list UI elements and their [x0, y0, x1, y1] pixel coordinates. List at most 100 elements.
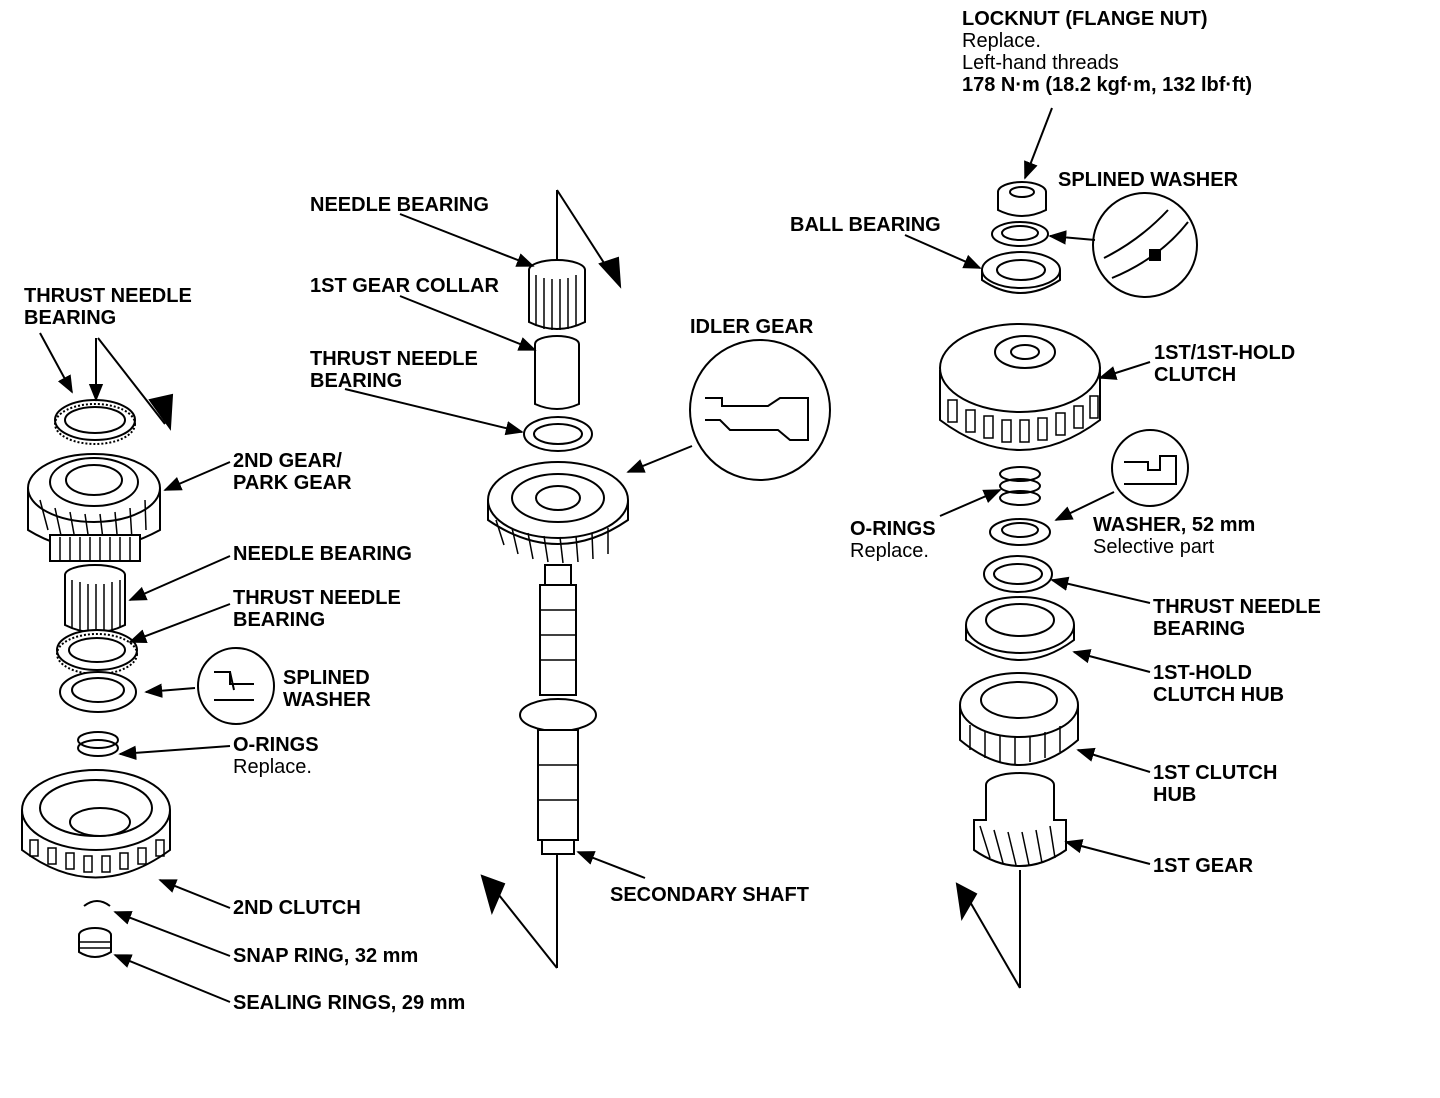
- locknut-label: LOCKNUT (FLANGE NUT) Replace. Left-hand …: [962, 8, 1252, 96]
- thrust-mid-line2: BEARING: [310, 370, 403, 392]
- gear-1st-text: 1ST GEAR: [1153, 855, 1254, 877]
- gear-1st-label: 1ST GEAR: [1153, 855, 1253, 877]
- splined-left-line1: SPLINED: [283, 667, 370, 689]
- washer-52-part: [989, 518, 1051, 546]
- clutch-hub-1st-label: 1ST CLUTCH HUB: [1153, 762, 1277, 806]
- thrust-needle-bearing-left-top-label: THRUST NEEDLE BEARING: [24, 285, 192, 329]
- gear-2nd-line2: PARK GEAR: [233, 472, 352, 494]
- needle-bearing-mid-part: [528, 259, 586, 330]
- thrust-needle-bearing-mid-label: THRUST NEEDLE BEARING: [310, 348, 478, 392]
- clutch-2nd-part: [21, 769, 171, 879]
- right-direction-bottom: [955, 882, 1021, 989]
- clutch-1st-hold-line1: 1ST/1ST-HOLD: [1154, 342, 1296, 364]
- clutch-1st-hold-line2: CLUTCH: [1154, 364, 1237, 386]
- splined-washer-right-label: SPLINED WASHER: [1058, 169, 1238, 191]
- thrust-left-top-line2: BEARING: [24, 307, 117, 329]
- locknut-torque: 178 N·m (18.2 kgf·m, 132 lbf·ft): [962, 74, 1253, 96]
- clutch-hub-1st-part: [959, 672, 1079, 766]
- idler-gear-text: IDLER GEAR: [690, 316, 814, 338]
- snap-ring-label: SNAP RING, 32 mm: [233, 945, 418, 967]
- o-rings-right-text: O-RINGS: [850, 518, 936, 540]
- locknut-part: [997, 181, 1047, 217]
- splined-washer-left-part: [59, 671, 137, 713]
- secondary-shaft-label: SECONDARY SHAFT: [610, 884, 809, 906]
- needle-bearing-left-label: NEEDLE BEARING: [233, 543, 412, 565]
- left-direction-indicator: [97, 337, 174, 431]
- hold-hub-line1: 1ST-HOLD: [1153, 662, 1252, 684]
- secondary-shaft-part: [519, 564, 597, 968]
- o-rings-right-part: [999, 466, 1041, 506]
- thrust-needle-bearing-mid-part: [523, 416, 593, 452]
- ball-bearing-part: [981, 251, 1061, 294]
- needle-bearing-left-part: [64, 564, 126, 634]
- sealing-rings-label: SEALING RINGS, 29 mm: [233, 992, 465, 1014]
- clutch-hub-1st-hold-part: [965, 596, 1075, 661]
- thrust-needle-bearing-right-label: THRUST NEEDLE BEARING: [1153, 596, 1321, 640]
- hub-1st-line2: HUB: [1153, 784, 1197, 806]
- splined-left-line2: WASHER: [283, 689, 371, 711]
- clutch-1st-hold-label: 1ST/1ST-HOLD CLUTCH: [1154, 342, 1295, 386]
- clutch-2nd-text: 2ND CLUTCH: [233, 897, 361, 919]
- thrust-needle-bearing-lower-part: [56, 629, 138, 675]
- snap-ring-text: SNAP RING, 32 mm: [233, 945, 419, 967]
- right-assembly: [939, 181, 1198, 989]
- gear-collar-1st-label: 1ST GEAR COLLAR: [310, 275, 499, 297]
- clutch-hub-1st-hold-label: 1ST-HOLD CLUTCH HUB: [1153, 662, 1284, 706]
- washer-52-text: WASHER, 52 mm: [1093, 514, 1256, 536]
- gear-collar-1st-part: [534, 335, 580, 410]
- needle-bearing-mid-label: NEEDLE BEARING: [310, 194, 489, 216]
- washer-52-label: WASHER, 52 mm Selective part: [1093, 514, 1255, 558]
- gear-2nd-park-part: [27, 453, 161, 562]
- thrust-left-line2: BEARING: [233, 609, 326, 631]
- leader-arrows: [39, 107, 1151, 1003]
- middle-direction-top: [556, 189, 622, 289]
- thrust-needle-bearing-left-label: THRUST NEEDLE BEARING: [233, 587, 401, 631]
- collar-1st-text: 1ST GEAR COLLAR: [310, 275, 499, 297]
- thrust-mid-line1: THRUST NEEDLE: [310, 348, 478, 370]
- thrust-left-top-line1: THRUST NEEDLE: [24, 285, 192, 307]
- needle-mid-text: NEEDLE BEARING: [310, 194, 489, 216]
- snap-ring-part: [83, 900, 111, 907]
- thrust-right-line2: BEARING: [1153, 618, 1246, 640]
- ball-bearing-label: BALL BEARING: [790, 214, 941, 236]
- hub-1st-line1: 1ST CLUTCH: [1153, 762, 1278, 784]
- locknut-note-replace: Replace.: [962, 30, 1041, 52]
- secondary-shaft-text: SECONDARY SHAFT: [610, 884, 809, 906]
- o-rings-left-text: O-RINGS: [233, 734, 319, 756]
- o-rings-left-label: O-RINGS Replace.: [233, 734, 319, 778]
- thrust-needle-bearing-right-part: [983, 555, 1053, 593]
- ball-bearing-text: BALL BEARING: [790, 214, 941, 236]
- gear-1st-part: [973, 772, 1067, 988]
- thrust-left-line1: THRUST NEEDLE: [233, 587, 401, 609]
- o-rings-right-note: Replace.: [850, 540, 929, 562]
- clutch-2nd-label: 2ND CLUTCH: [233, 897, 361, 919]
- splined-washer-right-part: [991, 221, 1049, 247]
- sealing-rings-text: SEALING RINGS, 29 mm: [233, 992, 466, 1014]
- o-rings-left-note: Replace.: [233, 756, 312, 778]
- washer-52-detail-circle: [1111, 429, 1189, 507]
- hold-hub-line2: CLUTCH HUB: [1153, 684, 1285, 706]
- locknut-note-threads: Left-hand threads: [962, 52, 1119, 74]
- middle-direction-bottom: [480, 874, 558, 969]
- gear-2nd-park-label: 2ND GEAR/ PARK GEAR: [233, 450, 352, 494]
- locknut-title: LOCKNUT (FLANGE NUT): [962, 8, 1208, 30]
- o-rings-left-part: [77, 731, 119, 757]
- left-assembly: [21, 337, 275, 958]
- clutch-1st-hold-part: [939, 323, 1101, 451]
- o-rings-right-label: O-RINGS Replace.: [850, 518, 936, 562]
- washer-52-note: Selective part: [1093, 536, 1215, 558]
- idler-gear-part: [487, 461, 629, 564]
- thrust-right-line1: THRUST NEEDLE: [1153, 596, 1321, 618]
- gear-2nd-line1: 2ND GEAR/: [233, 450, 342, 472]
- splined-washer-detail-circle: [1092, 192, 1198, 298]
- needle-left-text: NEEDLE BEARING: [233, 543, 412, 565]
- middle-assembly: [480, 189, 831, 969]
- sealing-rings-part: [78, 927, 112, 958]
- splined-washer-detail-circle: [197, 647, 275, 725]
- idler-gear-label: IDLER GEAR: [690, 316, 813, 338]
- splined-washer-right-text: SPLINED WASHER: [1058, 169, 1239, 191]
- idler-gear-detail-circle: [689, 339, 831, 481]
- thrust-needle-bearing-top-part: [54, 399, 136, 445]
